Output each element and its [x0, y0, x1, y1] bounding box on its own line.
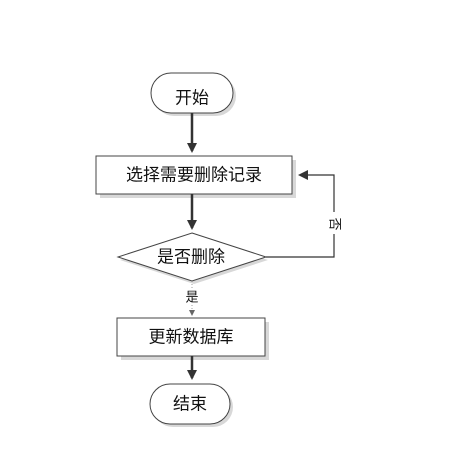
- select-records-box: 选择需要删除记录: [95, 155, 296, 198]
- update-database-label: 更新数据库: [149, 328, 234, 348]
- start-node: 开始: [150, 72, 236, 116]
- update-database-box: 更新数据库: [116, 317, 269, 360]
- decision-diamond: 是否删除: [116, 232, 268, 284]
- end-label: 结束: [173, 395, 207, 415]
- no-edge-label: 否: [327, 217, 342, 230]
- no-label-bg: [326, 212, 342, 234]
- yes-label-bg: [184, 289, 200, 305]
- start-label: 开始: [175, 89, 209, 109]
- decision-label: 是否删除: [157, 248, 225, 268]
- select-records-label: 选择需要删除记录: [126, 166, 262, 186]
- end-node: 结束: [149, 383, 233, 427]
- yes-edge-label: 是: [185, 291, 198, 306]
